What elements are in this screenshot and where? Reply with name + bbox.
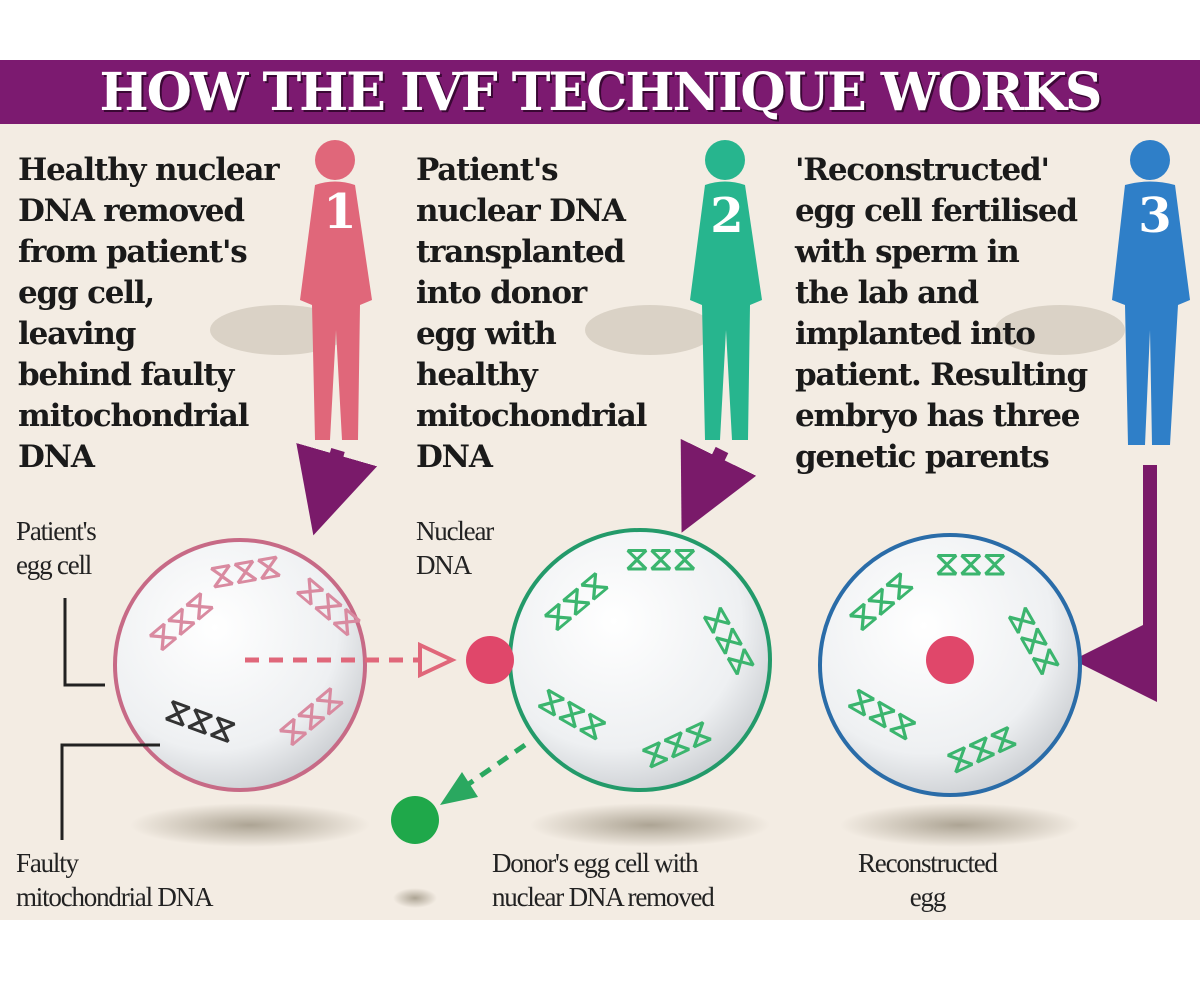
nucleus-pink xyxy=(466,636,514,684)
arrow-step-3 xyxy=(1073,465,1157,702)
shadow xyxy=(393,888,437,908)
dna-icon: ⧖⧖⧖ xyxy=(935,544,1007,584)
step-3-text: 'Reconstructed' egg cell fertilised with… xyxy=(795,152,1088,475)
step-2-text: Patient's nuclear DNA transplanted into … xyxy=(416,152,647,475)
label-patients-egg: Patient's egg cell xyxy=(16,516,97,580)
leader-line xyxy=(60,743,160,840)
nucleus-pink xyxy=(926,636,974,684)
woman-silhouette-green-icon xyxy=(690,140,762,440)
dna-icon: ⧖⧖⧖ xyxy=(625,539,697,579)
arrow-step-1 xyxy=(296,442,378,536)
dashed-arrow-head xyxy=(440,772,478,805)
nucleus-green xyxy=(391,796,439,844)
label-faulty-mito: Faulty mitochondrial DNA xyxy=(16,848,214,912)
shadow xyxy=(995,305,1125,355)
shadow xyxy=(530,803,770,847)
shadow xyxy=(585,305,715,355)
dashed-arrow-head xyxy=(418,641,457,679)
shadow xyxy=(130,803,370,847)
shadow xyxy=(840,803,1080,847)
label-donor-egg: Donor's egg cell with nuclear DNA remove… xyxy=(492,848,715,912)
woman-silhouette-pink-icon xyxy=(300,140,372,440)
arrow-step-2 xyxy=(680,438,757,533)
dashed-arrow-removal xyxy=(458,742,527,793)
title-banner xyxy=(0,60,1200,124)
leader-line xyxy=(63,598,105,687)
patient-egg-cell xyxy=(113,538,367,792)
step-number-2: 2 xyxy=(710,188,743,244)
label-reconstructed: Reconstructed egg xyxy=(858,848,998,912)
step-number-3: 3 xyxy=(1138,188,1171,244)
label-nuclear-dna: Nuclear DNA xyxy=(416,516,494,580)
step-number-1: 1 xyxy=(323,184,356,240)
step-1-text: Healthy nuclear DNA removed from patient… xyxy=(18,152,280,475)
diagram-title: HOW THE IVF TECHNIQUE WORKS xyxy=(99,62,1103,123)
man-silhouette-blue-icon xyxy=(1112,140,1190,445)
